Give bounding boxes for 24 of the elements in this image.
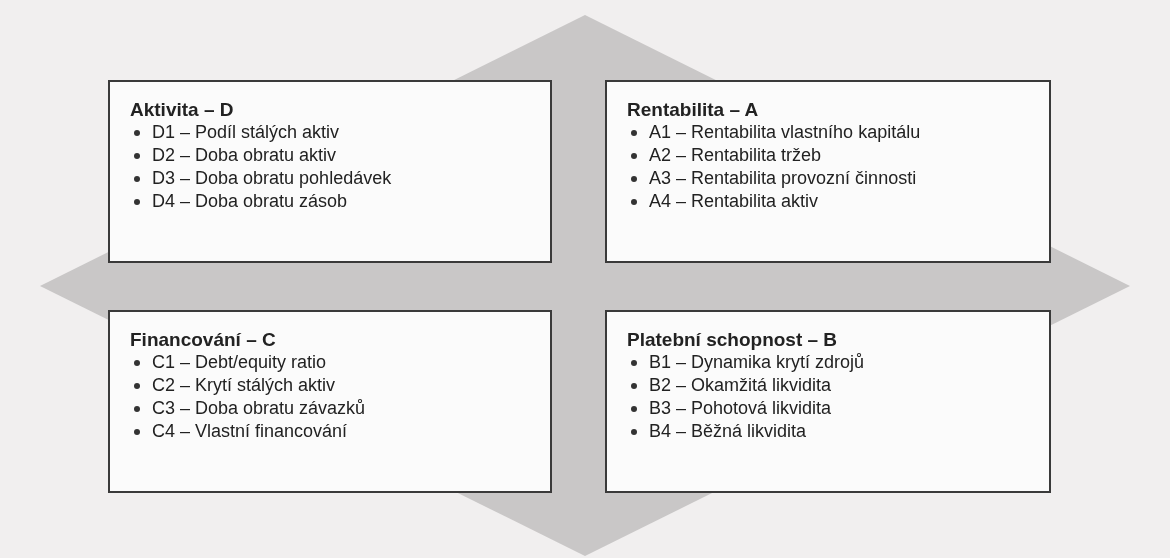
list-item: B3 – Pohotová likvidita	[649, 397, 832, 420]
list-item: B1 – Dynamika krytí zdrojů	[649, 351, 865, 374]
list-item: C4 – Vlastní financování	[152, 420, 348, 443]
box-heading: Financování – C	[130, 328, 276, 351]
list-item: D4 – Doba obratu zásob	[152, 190, 348, 213]
category-box	[605, 80, 1051, 263]
list-item: A3 – Rentabilita provozní činnosti	[649, 167, 917, 190]
box-heading: Aktivita – D	[130, 98, 234, 121]
list-item: C1 – Debt/equity ratio	[152, 351, 327, 374]
category-box	[108, 310, 552, 493]
list-item: A4 – Rentabilita aktiv	[649, 190, 819, 213]
list-item: D1 – Podíl stálých aktiv	[152, 121, 340, 144]
list-item: C2 – Krytí stálých aktiv	[152, 374, 336, 397]
list-item: A2 – Rentabilita tržeb	[649, 144, 822, 167]
category-box	[108, 80, 552, 263]
box-heading: Platební schopnost – B	[627, 328, 838, 351]
list-item: B2 – Okamžitá likvidita	[649, 374, 832, 397]
list-item: A1 – Rentabilita vlastního kapitálu	[649, 121, 921, 144]
category-box	[605, 310, 1051, 493]
list-item: D3 – Doba obratu pohledávek	[152, 167, 392, 190]
list-item: B4 – Běžná likvidita	[649, 420, 807, 443]
list-item: D2 – Doba obratu aktiv	[152, 144, 337, 167]
box-heading: Rentabilita – A	[627, 98, 759, 121]
list-item: C3 – Doba obratu závazků	[152, 397, 366, 420]
